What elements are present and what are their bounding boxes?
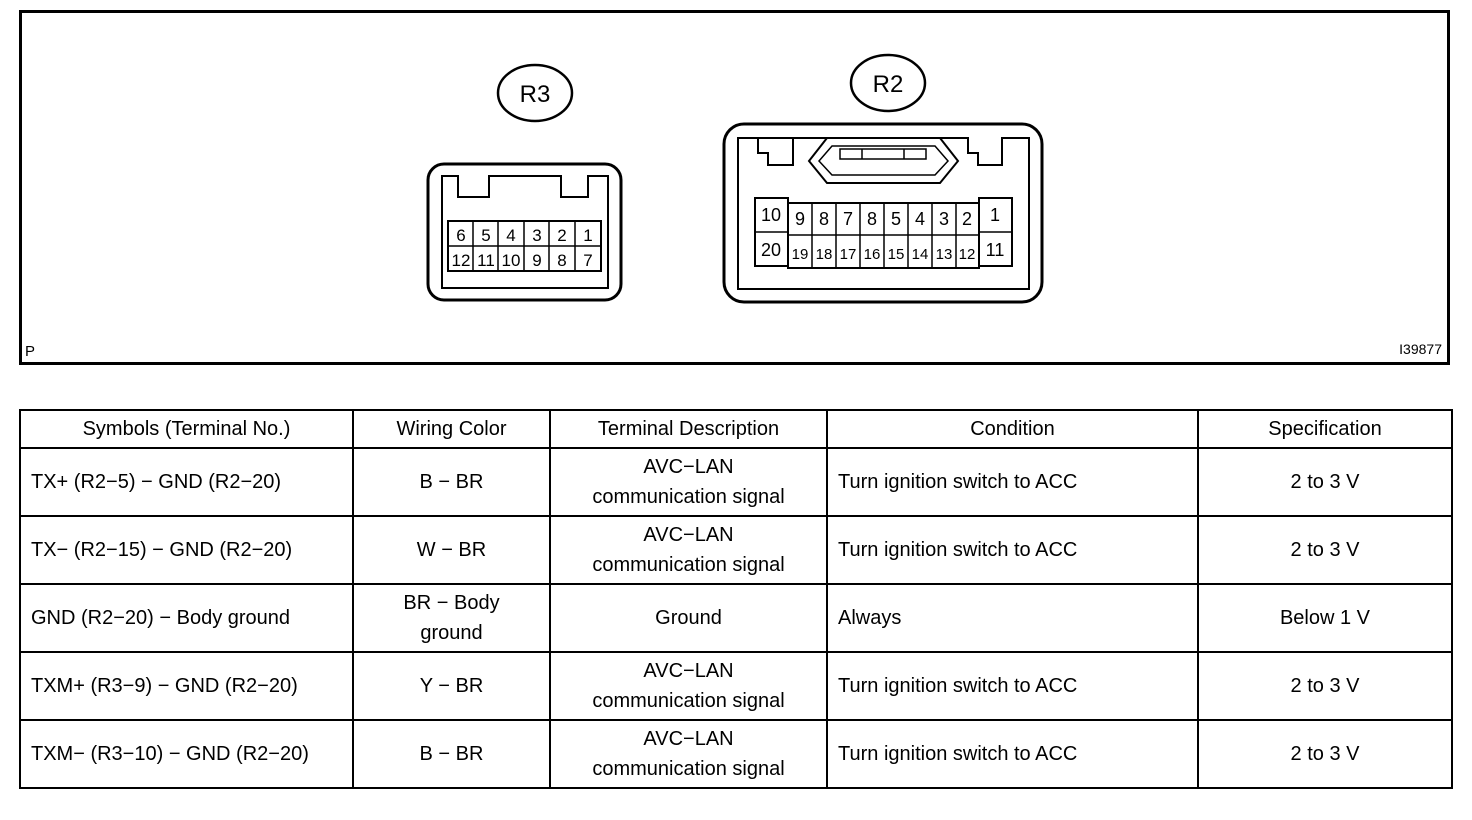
r2-pin: 18 <box>816 246 833 263</box>
cell-terminal-description: AVC−LAN communication signal <box>549 515 828 585</box>
header-specification: Specification <box>1197 409 1453 449</box>
r2-pin-labels: 10 20 9 8 7 8 5 4 3 2 <box>761 205 972 260</box>
r2-pin-labels-right: 1 11 <box>986 205 1005 260</box>
cell-wiring-color: W − BR <box>352 515 551 585</box>
table-row: TX+ (R2−5) − GND (R2−20) B − BR AVC−LAN c… <box>19 447 1453 517</box>
desc-line-1: AVC−LAN <box>643 456 734 478</box>
r3-pin: 9 <box>532 251 541 270</box>
r3-pin: 7 <box>583 251 592 270</box>
r3-pin: 10 <box>502 251 521 270</box>
r3-connector <box>426 162 623 302</box>
table-row: TX− (R2−15) − GND (R2−20) W − BR AVC−LAN… <box>19 515 1453 585</box>
cell-wiring-color: B − BR <box>352 447 551 517</box>
desc-line-1: AVC−LAN <box>643 728 734 750</box>
r2-pin: 3 <box>939 209 949 229</box>
cell-symbol: GND (R2−20) − Body ground <box>19 583 354 653</box>
r3-pin: 4 <box>506 226 515 245</box>
cell-terminal-description: AVC−LAN communication signal <box>549 651 828 721</box>
r3-pin: 5 <box>481 226 490 245</box>
table-row: TXM− (R3−10) − GND (R2−20) B − BR AVC−LA… <box>19 719 1453 789</box>
cell-specification: Below 1 V <box>1197 583 1453 653</box>
r2-pin: 8 <box>819 209 829 229</box>
r2-pin: 8 <box>867 209 877 229</box>
r2-pin: 14 <box>912 246 929 263</box>
r2-pin: 10 <box>761 205 781 225</box>
color-line-1: BR − Body <box>403 592 500 614</box>
r2-pin: 9 <box>795 209 805 229</box>
header-terminal-description: Terminal Description <box>549 409 828 449</box>
table-header-row: Symbols (Terminal No.) Wiring Color Term… <box>19 409 1453 449</box>
desc-line-1: AVC−LAN <box>643 660 734 682</box>
r3-pin: 3 <box>532 226 541 245</box>
r2-pin: 19 <box>792 246 809 263</box>
r2-pin: 5 <box>891 209 901 229</box>
table-row: TXM+ (R3−9) − GND (R2−20) Y − BR AVC−LAN… <box>19 651 1453 721</box>
desc-line-2: communication signal <box>592 486 785 508</box>
figure-id: I39877 <box>1399 341 1442 357</box>
cell-symbol: TX− (R2−15) − GND (R2−20) <box>19 515 354 585</box>
desc-line-2: communication signal <box>592 554 785 576</box>
r2-pin: 2 <box>962 209 972 229</box>
cell-condition: Turn ignition switch to ACC <box>826 447 1199 517</box>
table-row: GND (R2−20) − Body ground BR − Body groun… <box>19 583 1453 653</box>
header-wiring-color: Wiring Color <box>352 409 551 449</box>
r2-pin-labels-bottom: 19 18 17 16 15 14 13 12 <box>792 246 976 263</box>
r3-pin: 1 <box>583 226 592 245</box>
r2-label-ellipse <box>849 53 927 113</box>
r2-connector <box>722 122 1044 304</box>
r2-pin: 11 <box>986 240 1005 260</box>
cell-wiring-color: Y − BR <box>352 651 551 721</box>
r2-pin: 12 <box>959 246 976 263</box>
cell-wiring-color: BR − Body ground <box>352 583 551 653</box>
header-symbols: Symbols (Terminal No.) <box>19 409 354 449</box>
r3-pin: 6 <box>456 226 465 245</box>
terminal-spec-table: Symbols (Terminal No.) Wiring Color Term… <box>19 409 1453 789</box>
cell-wiring-color: B − BR <box>352 719 551 789</box>
r2-pin: 13 <box>936 246 953 263</box>
r2-pin: 20 <box>761 240 781 260</box>
connector-diagram: R3 6 5 4 3 2 1 12 11 10 9 8 7 <box>19 10 1450 365</box>
cell-specification: 2 to 3 V <box>1197 515 1453 585</box>
r2-pin: 15 <box>888 246 905 263</box>
r3-pin: 12 <box>452 251 471 270</box>
r2-pin: 17 <box>840 246 857 263</box>
r3-label: R3 <box>520 81 551 108</box>
cell-condition: Always <box>826 583 1199 653</box>
color-line-2: ground <box>420 622 483 644</box>
cell-symbol: TX+ (R2−5) − GND (R2−20) <box>19 447 354 517</box>
cell-terminal-description: Ground <box>549 583 828 653</box>
r2-pin: 1 <box>990 205 1000 225</box>
cell-terminal-description: AVC−LAN communication signal <box>549 447 828 517</box>
cell-specification: 2 to 3 V <box>1197 447 1453 517</box>
cell-symbol: TXM− (R3−10) − GND (R2−20) <box>19 719 354 789</box>
r3-label-ellipse <box>496 63 574 123</box>
desc-line-2: communication signal <box>592 690 785 712</box>
cell-specification: 2 to 3 V <box>1197 651 1453 721</box>
cell-terminal-description: AVC−LAN communication signal <box>549 719 828 789</box>
cell-condition: Turn ignition switch to ACC <box>826 651 1199 721</box>
connector-drawing: R3 6 5 4 3 2 1 12 11 10 9 8 7 <box>426 53 1044 304</box>
header-condition: Condition <box>826 409 1199 449</box>
r3-pin: 2 <box>557 226 566 245</box>
figure-code-left: P <box>25 343 36 360</box>
r3-pin: 8 <box>557 251 566 270</box>
cell-condition: Turn ignition switch to ACC <box>826 515 1199 585</box>
cell-symbol: TXM+ (R3−9) − GND (R2−20) <box>19 651 354 721</box>
r2-pin: 4 <box>915 209 925 229</box>
cell-specification: 2 to 3 V <box>1197 719 1453 789</box>
r2-pin: 7 <box>843 209 853 229</box>
desc-line-2: communication signal <box>592 758 785 780</box>
r2-label: R2 <box>873 71 904 98</box>
r2-pin: 16 <box>864 246 881 263</box>
r3-pin: 11 <box>477 251 495 270</box>
cell-condition: Turn ignition switch to ACC <box>826 719 1199 789</box>
desc-line-1: AVC−LAN <box>643 524 734 546</box>
r3-pin-labels: 6 5 4 3 2 1 12 11 10 9 8 7 <box>452 226 593 270</box>
